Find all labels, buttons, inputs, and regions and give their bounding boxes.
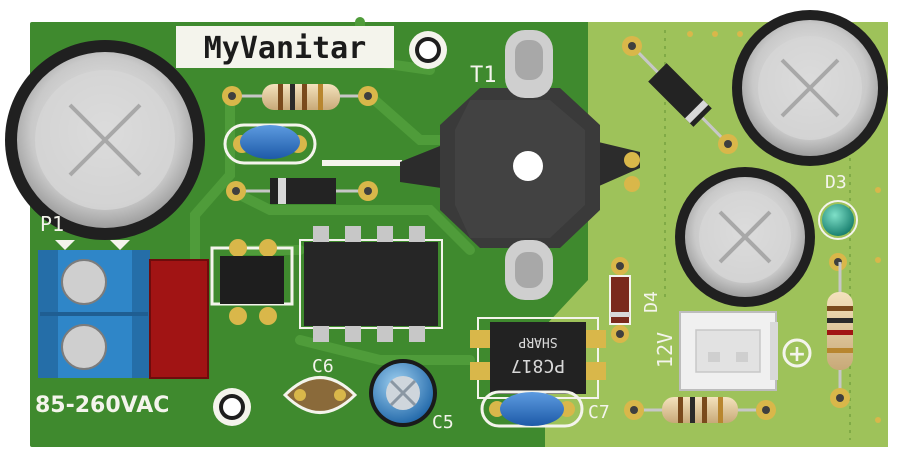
isolation-marks: [664, 30, 851, 440]
logo-plate: [176, 26, 394, 68]
capacitor-c7: [480, 390, 584, 428]
resistor-bottom: [624, 397, 776, 423]
mounting-hole-bottom: [213, 388, 251, 426]
plus-text: +: [788, 342, 806, 367]
designator-p1: P1: [40, 212, 64, 236]
optocoupler-marking-part: PC817: [511, 355, 565, 376]
dip8-ic: [299, 226, 443, 342]
input-voltage-label: 85-260VAC: [35, 393, 169, 418]
silk-line: [322, 160, 402, 166]
designator-d3: D3: [825, 172, 847, 193]
optocoupler-marking-brand: SHARP: [518, 334, 557, 349]
optocoupler-pc817: SHARP PC817: [470, 317, 606, 399]
electrolytic-capacitor-left: [5, 40, 205, 240]
capacitor-c6: [282, 376, 358, 414]
output-connector: [679, 311, 778, 391]
transformer-t1: [400, 30, 640, 300]
designator-c7: C7: [588, 402, 610, 423]
terminal-block-p1: [38, 240, 150, 378]
diode-secondary: [622, 36, 738, 154]
mounting-hole-top: [409, 31, 447, 69]
fuse-block: [149, 259, 209, 379]
output-voltage-label: 12V: [653, 332, 677, 368]
logo-text: MyVanitar: [204, 31, 367, 66]
diode-d4: [609, 257, 631, 343]
via-pads: [624, 31, 881, 423]
capacitor-c5: [369, 359, 437, 427]
resistor-top-left: [222, 84, 378, 110]
plus-symbol: +: [782, 338, 812, 368]
electrolytic-capacitor-top-right: [732, 10, 888, 166]
designator-c6: C6: [312, 356, 334, 377]
ceramic-capacitor-top: [223, 123, 317, 165]
designator-d4: D4: [641, 291, 662, 313]
diode-middle: [226, 178, 378, 204]
small-ic-left: [210, 239, 294, 325]
designator-c5: C5: [432, 412, 454, 433]
electrolytic-capacitor-middle-right: [675, 167, 815, 307]
resistor-right-vertical: [827, 262, 853, 408]
designator-t1: T1: [470, 63, 497, 88]
led-d3: [818, 200, 858, 271]
